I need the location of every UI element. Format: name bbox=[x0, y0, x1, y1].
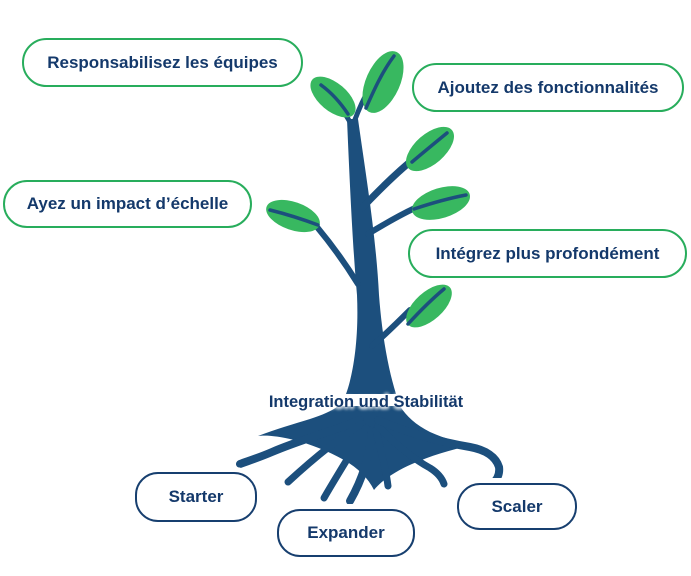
roots-caption: Integration und Stabilität bbox=[268, 393, 464, 411]
leaf-upper-left bbox=[310, 76, 356, 118]
leaf-mid-left bbox=[266, 199, 320, 233]
stage-pill-starter: Starter bbox=[135, 472, 257, 522]
branch-label-ajoutez: Ajoutez des fonctionnalités bbox=[412, 63, 684, 112]
leaf-lower-right bbox=[406, 284, 452, 328]
stage-pill-scaler: Scaler bbox=[457, 483, 577, 530]
leaf-mid-right bbox=[411, 186, 471, 220]
roots bbox=[236, 406, 504, 505]
branch-label-responsabilisez: Responsabilisez les équipes bbox=[22, 38, 303, 87]
trunk bbox=[346, 119, 396, 394]
branch-label-integrez: Intégrez plus profondément bbox=[408, 229, 687, 278]
branch-label-ayez: Ayez un impact d’échelle bbox=[3, 180, 252, 228]
stage-pill-expander: Expander bbox=[277, 509, 415, 557]
leaf-upper-right bbox=[406, 126, 454, 172]
leaf-top bbox=[362, 51, 404, 113]
